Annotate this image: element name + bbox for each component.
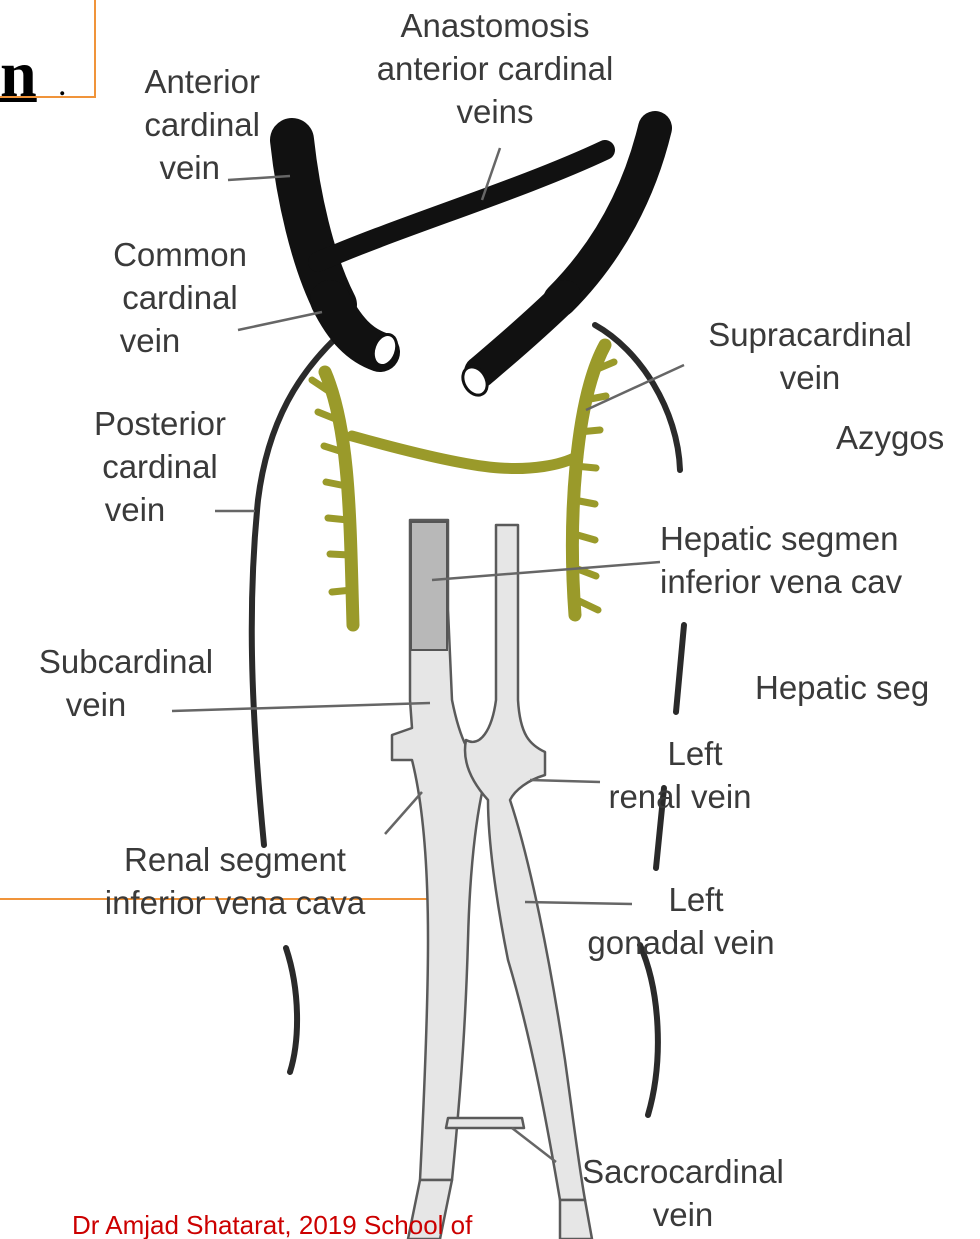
right-contour-segment-3 (640, 945, 658, 1115)
left-common-cardinal-vein (330, 300, 380, 352)
label-posterior-cardinal-vein: Posterior cardinal vein (60, 402, 260, 531)
label-supracardinal-vein: Supracardinal vein (670, 313, 950, 399)
footer-credit: Dr Amjad Shatarat, 2019 School of (72, 1210, 472, 1239)
label-left-gonadal-vein: Left gonadal vein (556, 878, 806, 964)
left-subcardinal-renal (465, 525, 585, 1200)
label-hepatic-segment-ivc: Hepatic segmen inferior vena cav (660, 517, 902, 603)
label-sacrocardinal-vein: Sacrocardinal vein (548, 1150, 818, 1236)
label-anastomosis: Anastomosis anterior cardinal veins (350, 4, 640, 133)
supracardinal-veins (312, 345, 614, 625)
label-azygos: Azygos (836, 416, 944, 459)
label-renal-segment-ivc: Renal segment inferior vena cava (60, 838, 410, 924)
leader-hepatic-segment (432, 562, 660, 580)
sacrocardinal-anastomosis (446, 1118, 524, 1128)
anterior-cardinal-anastomosis (318, 150, 605, 262)
cardinal-veins (292, 128, 655, 372)
label-subcardinal-vein: Subcardinal vein (6, 640, 246, 726)
right-contour-segment-1 (676, 625, 684, 712)
label-hepatic-seg: Hepatic seg (755, 666, 929, 709)
right-common-cardinal-vein (480, 296, 565, 372)
left-lower-contour (286, 948, 297, 1072)
label-anterior-cardinal-vein: Anterior cardinal vein (80, 60, 260, 189)
hepatic-segment-ivc (411, 522, 447, 650)
posterior-cardinal-contours (252, 325, 684, 1115)
leader-renal-segment (385, 792, 422, 834)
label-common-cardinal-vein: Common cardinal vein (80, 233, 280, 362)
supracardinal-anastomosis (352, 436, 578, 469)
label-left-renal-vein: Left renal vein (580, 732, 780, 818)
